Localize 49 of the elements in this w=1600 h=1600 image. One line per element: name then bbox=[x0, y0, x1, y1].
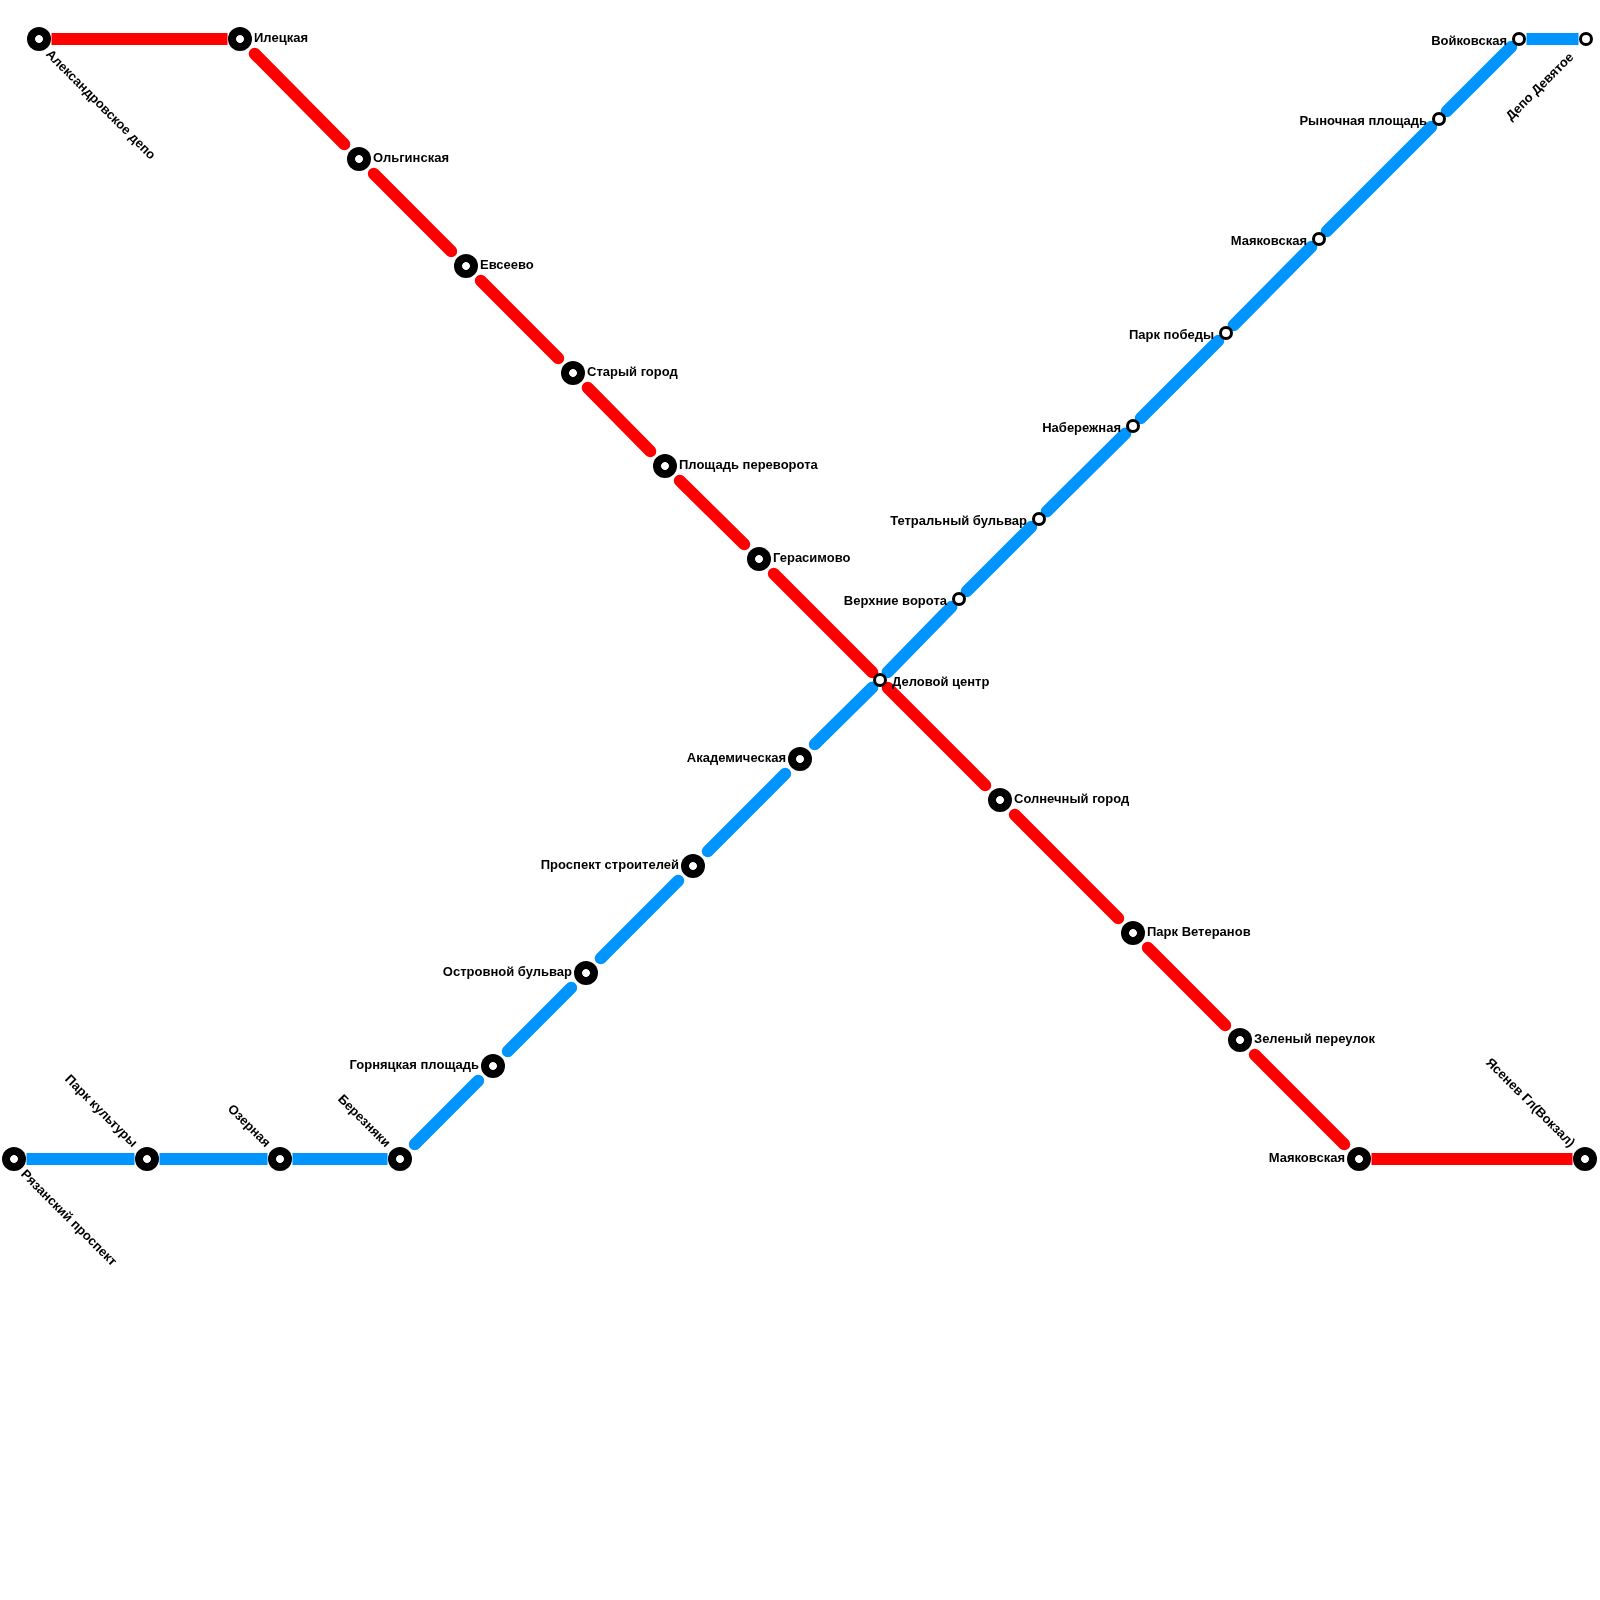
route-line bbox=[1248, 1048, 1351, 1151]
station-name: Маяковская bbox=[1230, 233, 1307, 249]
route-line bbox=[1440, 40, 1518, 118]
route-line bbox=[1040, 427, 1132, 518]
station-name: Деловой центр bbox=[892, 674, 990, 690]
station-name: Ольгинская bbox=[373, 150, 449, 166]
route-line bbox=[292, 1153, 388, 1165]
route-line bbox=[159, 1153, 268, 1165]
route-line bbox=[474, 274, 565, 365]
station-name: Набережная bbox=[1042, 420, 1121, 436]
station-name: Солнечный город bbox=[1014, 791, 1130, 807]
route-line bbox=[960, 520, 1038, 598]
route-line bbox=[1008, 808, 1125, 925]
station-name: Парк победы bbox=[1128, 327, 1214, 343]
station-name: Илецкая bbox=[254, 30, 308, 46]
station-name: Евсеево bbox=[480, 257, 534, 273]
station-name: Рыночная площадь bbox=[1299, 113, 1427, 129]
route-line bbox=[1371, 1153, 1573, 1165]
station-name: Островной бульвар bbox=[442, 964, 572, 980]
route-line bbox=[1134, 334, 1225, 425]
route-line bbox=[581, 381, 657, 458]
route-line bbox=[673, 474, 751, 551]
route-line bbox=[767, 567, 879, 679]
station-name: Академическая bbox=[686, 750, 786, 766]
route-line bbox=[248, 47, 351, 151]
route-line bbox=[1227, 240, 1318, 332]
station-name: Старый город bbox=[587, 364, 678, 380]
station-name: Тетральный бульвар bbox=[890, 513, 1027, 529]
route-line bbox=[367, 167, 458, 258]
route-line bbox=[808, 681, 879, 751]
station-name: Герасимово bbox=[773, 550, 851, 566]
route-line bbox=[51, 33, 228, 45]
route-line bbox=[408, 1074, 485, 1151]
station-name: Площадь переворота bbox=[679, 457, 818, 473]
route-line bbox=[701, 767, 792, 858]
route-line bbox=[26, 1153, 135, 1165]
station-name: Проспект строителей bbox=[540, 857, 679, 873]
station-name: Зеленый переулок bbox=[1254, 1031, 1375, 1047]
route-line bbox=[881, 600, 958, 679]
station-name: Парк Ветеранов bbox=[1147, 924, 1251, 940]
route-line bbox=[881, 681, 992, 792]
route-line bbox=[594, 874, 685, 965]
route-line bbox=[1320, 120, 1438, 238]
route-line bbox=[501, 981, 578, 1058]
station-name: Горняцкая площадь bbox=[349, 1057, 479, 1073]
route-line bbox=[1141, 941, 1232, 1032]
station-name: Маяковская bbox=[1268, 1150, 1345, 1166]
station-name: Верхние ворота bbox=[843, 593, 947, 609]
station-name: Войковская bbox=[1431, 33, 1507, 49]
